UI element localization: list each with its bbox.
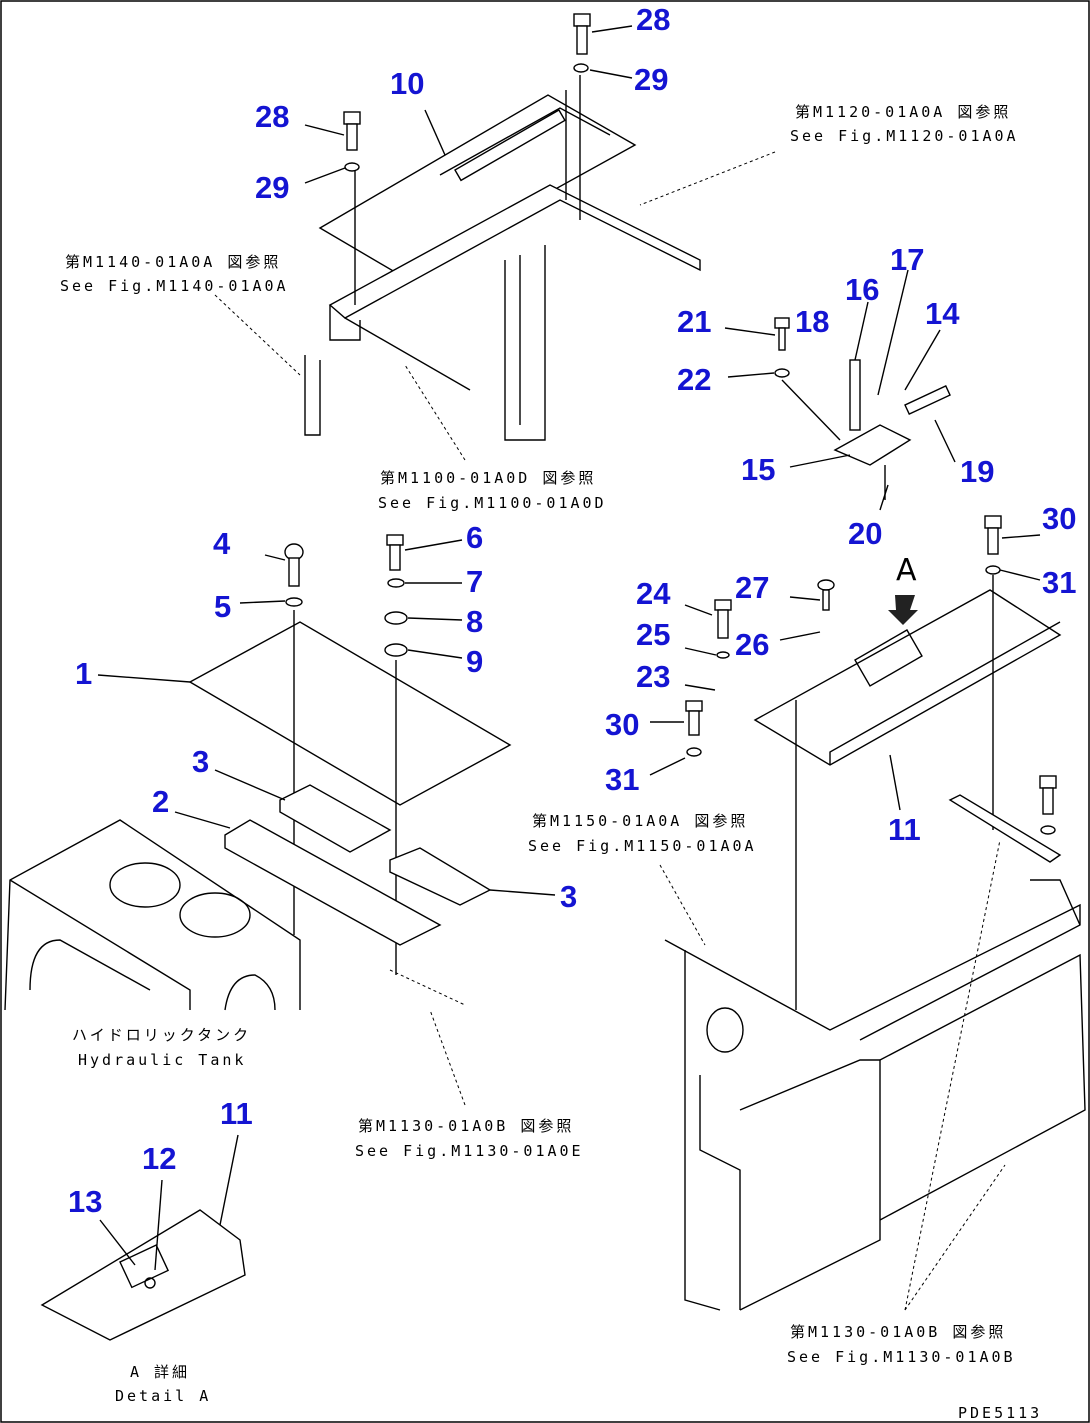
callout-13: 13 — [68, 1184, 102, 1219]
callout-26: 26 — [735, 627, 769, 662]
view-arrow-label: A — [896, 553, 917, 588]
callout-22: 22 — [677, 362, 711, 397]
callout-9: 9 — [466, 644, 483, 679]
floor-plate-11 — [753, 589, 1062, 766]
screw-27 — [817, 579, 835, 611]
callout-18: 18 — [795, 304, 829, 339]
ref-m1130-right-en: See Fig.M1130-01A0B — [787, 1348, 1016, 1366]
callout-17: 17 — [890, 242, 924, 277]
ref-m1120-en: See Fig.M1120-01A0A — [790, 127, 1019, 145]
detail-label-jp: A 詳細 — [130, 1363, 190, 1381]
washer-25 — [716, 651, 730, 659]
callout-21: 21 — [677, 304, 711, 339]
callout-6: 6 — [466, 520, 483, 555]
bolt-right-lower — [1039, 775, 1057, 835]
callout-11: 11 — [888, 812, 921, 847]
callout-31: 31 — [605, 762, 639, 797]
ref-m1140-jp: 第M1140-01A0A 図参照 — [65, 253, 281, 271]
upper-frame — [304, 75, 701, 441]
callout-3: 3 — [192, 744, 209, 779]
callout-3: 3 — [560, 879, 577, 914]
view-arrow-icon — [888, 595, 918, 625]
callout-28: 28 — [255, 99, 289, 134]
plate-1 — [188, 621, 512, 806]
callout-24: 24 — [636, 576, 671, 611]
callout-23: 23 — [636, 659, 670, 694]
callout-16: 16 — [845, 272, 879, 307]
callout-10: 10 — [390, 66, 424, 101]
ref-m1100-jp: 第M1100-01A0D 図参照 — [380, 469, 596, 487]
callout-30: 30 — [1042, 501, 1076, 536]
callout-30: 30 — [605, 707, 639, 742]
callout-20: 20 — [848, 516, 882, 551]
cover-plate-10 — [318, 94, 637, 276]
callout-29: 29 — [634, 62, 668, 97]
callout-19: 19 — [960, 454, 994, 489]
callout-5: 5 — [214, 589, 231, 624]
callout-27: 27 — [735, 570, 769, 605]
washer-29-left — [344, 162, 360, 172]
callout-7: 7 — [466, 564, 483, 599]
leader-lines — [97, 25, 1041, 1311]
bracket-assembly — [774, 317, 951, 500]
bolt-24 — [714, 599, 732, 639]
tank-label-en: Hydraulic Tank — [78, 1051, 246, 1069]
bolt-4 — [284, 543, 304, 587]
pads — [224, 784, 492, 946]
callout-11: 11 — [220, 1096, 253, 1131]
drawing-number: PDE5113 — [958, 1404, 1042, 1422]
callout-31: 31 — [1042, 565, 1076, 600]
rail — [948, 794, 1062, 863]
washer-29-top — [573, 63, 589, 73]
callout-2: 2 — [152, 784, 169, 819]
callout-1: 1 — [75, 656, 92, 691]
callout-8: 8 — [466, 604, 483, 639]
bolt-6 — [386, 534, 404, 571]
callout-28: 28 — [636, 2, 670, 37]
washer-31-right — [985, 565, 1001, 575]
ref-m1120-jp: 第M1120-01A0A 図参照 — [795, 103, 1011, 121]
ref-m1100-en: See Fig.M1100-01A0D — [378, 494, 607, 512]
detail-a-drawing — [40, 1209, 246, 1341]
callout-14: 14 — [925, 296, 960, 331]
callout-12: 12 — [142, 1141, 176, 1176]
callout-29: 29 — [255, 170, 289, 205]
bolt-30-right — [984, 515, 1002, 555]
ref-m1130-left-en: See Fig.M1130-01A0E — [355, 1142, 584, 1160]
ref-m1130-left-jp: 第M1130-01A0B 図参照 — [358, 1117, 574, 1135]
callout-4: 4 — [213, 526, 231, 561]
washer-5 — [285, 597, 303, 607]
tank-label-jp: ハイドロリックタンク — [72, 1026, 251, 1044]
callout-15: 15 — [741, 452, 775, 487]
bolt-30-left — [685, 700, 703, 736]
washer-8 — [384, 611, 408, 625]
callout-25: 25 — [636, 617, 670, 652]
bolt-28-top — [573, 13, 591, 55]
cab-frame — [664, 700, 1086, 1311]
hydraulic-tank — [4, 819, 301, 1011]
ref-m1130-right-jp: 第M1130-01A0B 図参照 — [790, 1323, 1006, 1341]
ref-m1150-en: See Fig.M1150-01A0A — [528, 837, 757, 855]
washer-31-left — [686, 747, 702, 757]
washer-9 — [384, 643, 408, 657]
detail-label-en: Detail A — [115, 1387, 211, 1405]
washer-7 — [387, 578, 405, 588]
bolt-28-left — [343, 111, 361, 151]
ref-m1150-jp: 第M1150-01A0A 図参照 — [532, 812, 748, 830]
ref-m1140-en: See Fig.M1140-01A0A — [60, 277, 289, 295]
